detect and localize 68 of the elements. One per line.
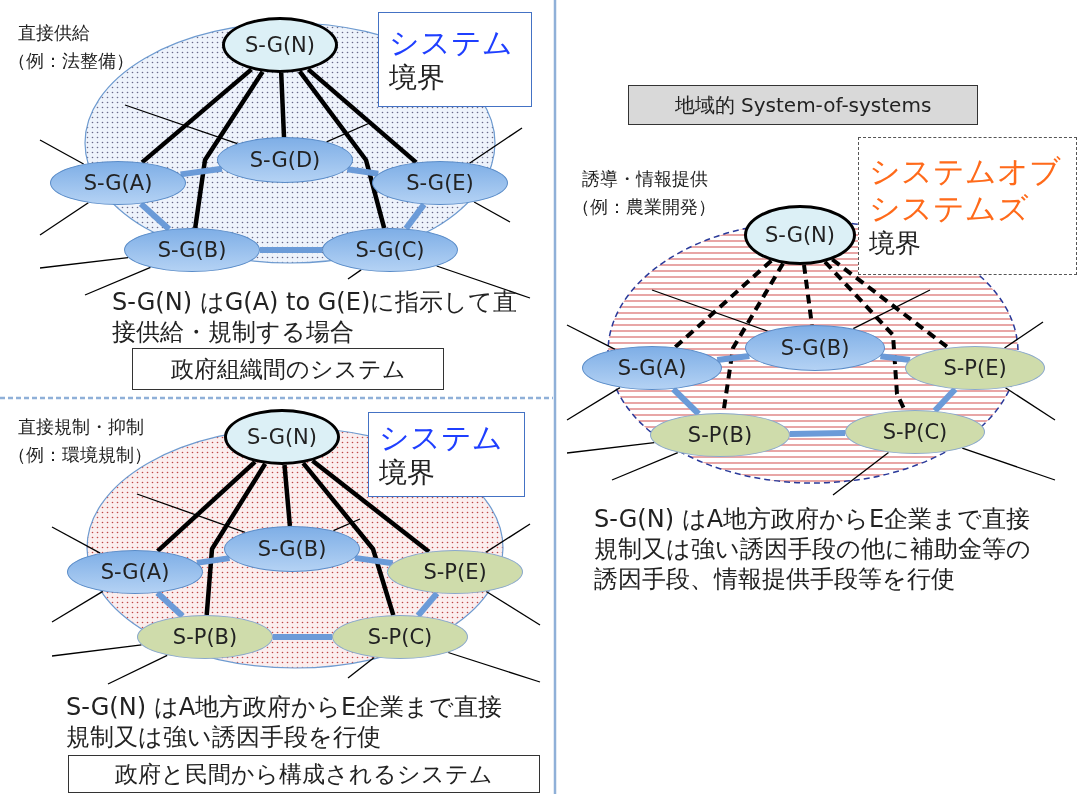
connector-line (468, 127, 523, 164)
ellipse-node: S-G(B) (124, 228, 260, 272)
caption-box: 政府と民間から構成されるシステム (68, 755, 540, 793)
connector-line (278, 72, 287, 138)
connector-line (485, 523, 531, 554)
ellipse-node: S-G(N) (224, 409, 340, 465)
connector-line (282, 464, 293, 527)
connector-line (180, 165, 223, 178)
connector-line (84, 266, 152, 296)
connector-line (880, 353, 911, 363)
connector-line (306, 67, 418, 165)
annotation-text: （例：法整備） (8, 50, 134, 73)
ellipse-node: S-G(A) (50, 161, 186, 205)
connector-line (436, 265, 531, 299)
connector-line (39, 202, 89, 236)
connector-line (716, 353, 750, 363)
boundary-label-box (858, 137, 1077, 275)
connector-line (107, 654, 168, 685)
connector-line (852, 289, 931, 330)
connector-line (124, 104, 238, 145)
connector-line (447, 651, 541, 683)
description-text: S-G(N) はA地方政府からE企業まで直接規制又は強い誘因手段を行使 (66, 692, 504, 752)
connector-line (39, 256, 129, 269)
description-text: S-G(N) はA地方政府からE企業まで直接規制又は強い誘因手段の他に補助金等の誘因手段、情報提供手段等を行使 (594, 504, 1032, 594)
boundary-heading: システム (379, 419, 503, 456)
connector-line (260, 247, 322, 253)
connector-line (140, 67, 253, 165)
description-text: S-G(N) はG(A) to G(E)に指示して直接供給・規制する場合 (112, 287, 519, 347)
connector-line (39, 139, 85, 165)
annotation-text: （例：農業開発） (572, 196, 716, 219)
boundary-text: 境界 (379, 455, 435, 490)
connector-line (566, 386, 621, 421)
connector-line (961, 447, 1056, 481)
connector-line (485, 590, 541, 626)
connector-line (651, 289, 769, 332)
connector-line (51, 590, 104, 623)
connector-line (566, 442, 656, 454)
boundary-heading: システムオブシステムズ (869, 153, 1062, 228)
connector-line (473, 201, 511, 223)
connector-line (354, 554, 394, 567)
connector-line (325, 121, 373, 143)
boundary-label-box (378, 12, 532, 107)
annotation-text: 直接供給 (18, 22, 90, 45)
connector-line (611, 451, 679, 481)
boundary-text: 境界 (389, 60, 445, 95)
heading-box: 地域的 System-of-systems (628, 85, 978, 125)
connector-line (332, 518, 361, 532)
annotation-text: （例：環境規制） (8, 444, 152, 467)
connector-line (196, 555, 231, 566)
connector-line (155, 590, 185, 619)
annotation-text: 誘導・情報提供 (582, 168, 708, 191)
connector-line (1004, 387, 1056, 421)
connector-line (346, 166, 379, 177)
connector-line (347, 269, 362, 280)
boundary-heading: システム (389, 24, 513, 61)
boundary-text: 境界 (869, 227, 921, 259)
connector-line (51, 526, 101, 554)
connector-line (566, 324, 616, 350)
boundary-label-box (368, 412, 525, 497)
ellipse-node: S-G(C) (322, 228, 458, 272)
ellipse-node: S-G(N) (744, 205, 856, 265)
connector-line (789, 430, 846, 437)
connector-line (136, 493, 246, 534)
connector-line (273, 634, 332, 640)
connector-line (51, 644, 143, 657)
caption-box: 政府組織間のシステム (132, 348, 444, 390)
connector-line (1003, 321, 1044, 349)
annotation-text: 直接規制・抑制 (18, 416, 144, 439)
